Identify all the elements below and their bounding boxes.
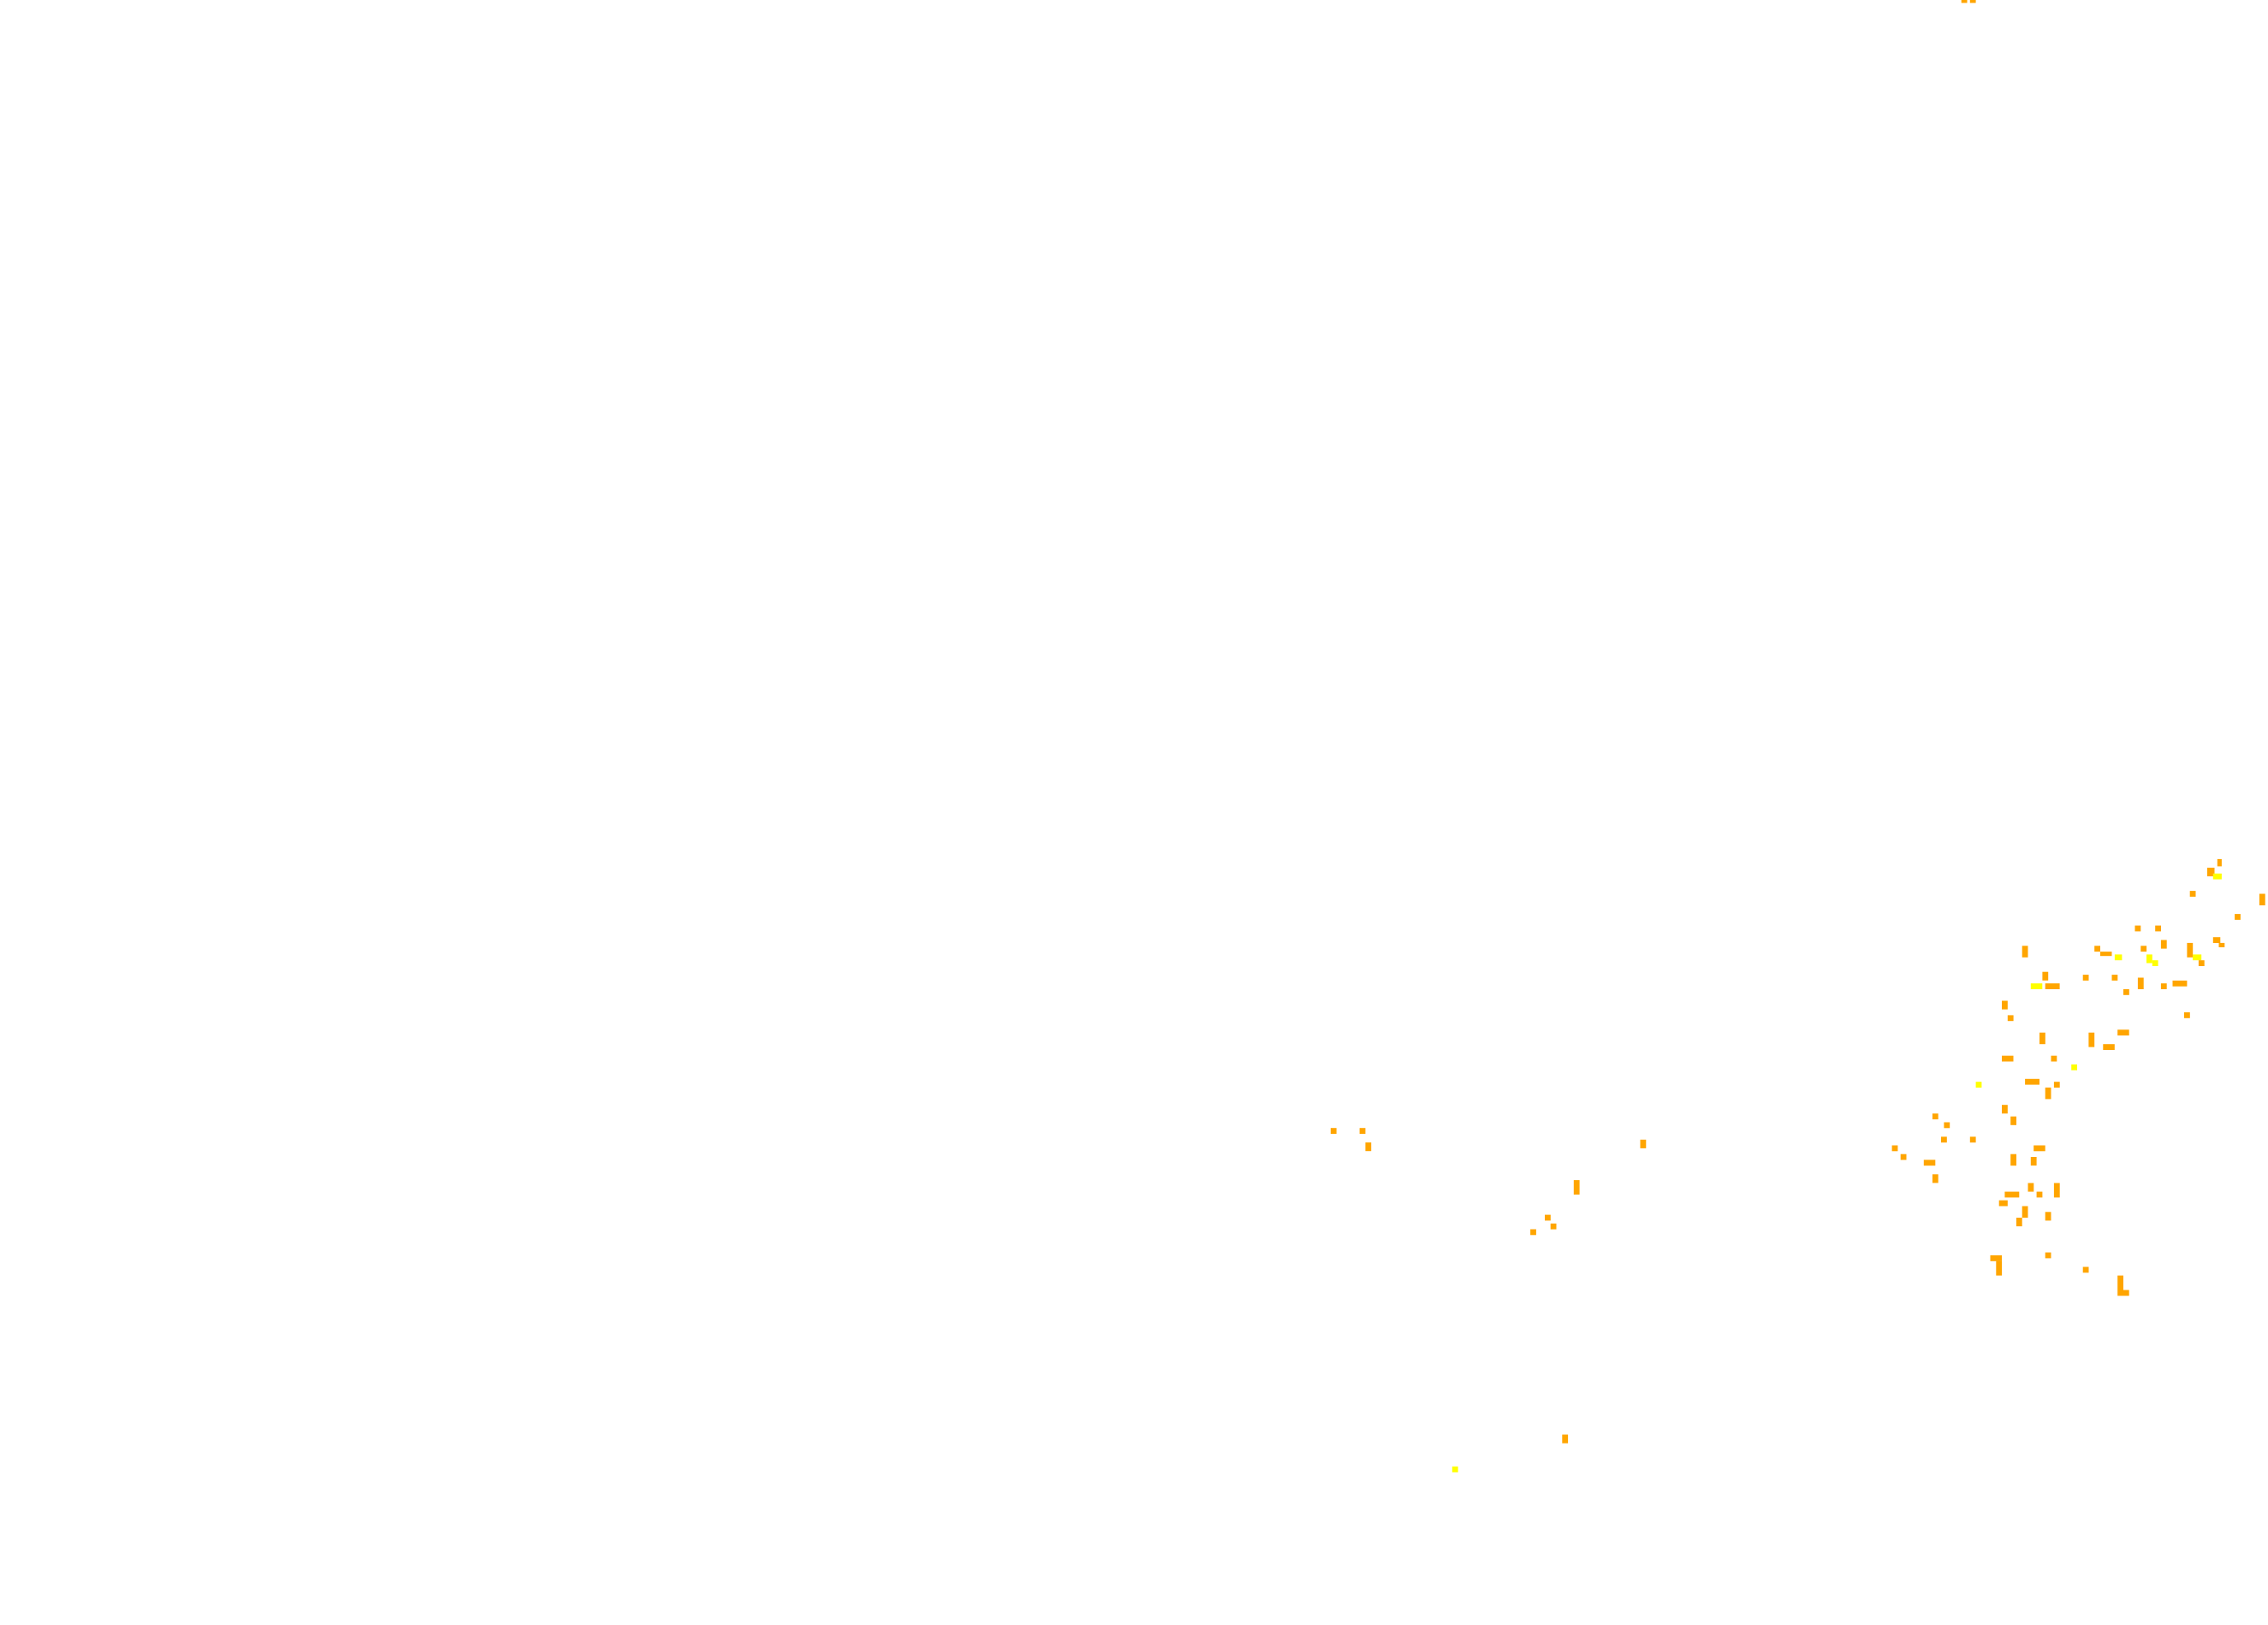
density-point (2016, 1218, 2022, 1227)
density-point (1359, 1128, 1366, 1134)
density-point (2172, 980, 2188, 987)
density-point (2160, 940, 2167, 949)
density-point (2137, 977, 2144, 989)
density-point (2094, 946, 2100, 952)
density-point (2002, 1000, 2008, 1010)
density-point (1365, 1142, 1372, 1152)
density-point (1996, 1260, 2003, 1276)
density-point (2045, 1212, 2051, 1221)
density-point (1969, 0, 1976, 3)
density-point (2051, 1055, 2057, 1062)
density-point (2259, 893, 2265, 905)
density-point (1932, 1174, 1938, 1183)
density-point (1932, 1113, 1938, 1120)
density-point (2002, 1055, 2014, 1062)
density-point (2007, 1015, 2014, 1022)
density-point (2010, 1116, 2016, 1125)
density-point (1891, 1145, 1898, 1152)
density-point (2071, 1064, 2077, 1070)
density-point (2082, 975, 2089, 981)
density-point (1573, 1180, 1580, 1195)
density-point (1941, 1136, 1947, 1143)
density-point (2152, 960, 2158, 966)
density-point (2028, 1183, 2034, 1192)
density-point (2212, 937, 2221, 943)
density-point (2053, 1183, 2060, 1198)
density-point (1961, 0, 1968, 3)
density-point (2184, 1012, 2190, 1018)
density-point (2235, 914, 2241, 920)
density-point (2187, 942, 2194, 958)
density-point (2004, 1191, 2020, 1198)
density-point (2117, 1275, 2123, 1290)
density-points-layer (1330, 0, 2265, 1473)
density-point (2033, 1145, 2045, 1152)
density-point (2022, 1206, 2028, 1218)
density-point (2193, 954, 2202, 961)
density-point (2146, 954, 2152, 964)
density-point (2036, 1191, 2043, 1198)
density-point (1640, 1139, 1647, 1148)
density-point (2103, 1044, 2115, 1050)
density-point (2134, 925, 2141, 932)
density-point (1562, 1434, 1569, 1444)
density-point (2155, 925, 2161, 932)
density-point (2114, 954, 2123, 961)
density-point (2030, 983, 2043, 989)
density-point (2212, 873, 2222, 880)
density-point (1545, 1214, 1551, 1221)
density-point (2022, 946, 2028, 958)
density-point (2002, 1105, 2008, 1114)
density-point (2218, 942, 2225, 947)
density-point (1530, 1229, 1536, 1236)
density-point (1990, 1255, 2002, 1261)
density-point (1998, 1200, 2008, 1207)
density-point (2039, 1032, 2045, 1045)
density-point (2053, 1082, 2060, 1088)
density-point (2025, 1078, 2039, 1085)
density-point (1969, 1136, 1976, 1143)
density-point (2123, 989, 2129, 995)
density-point (2198, 960, 2205, 966)
density-point (2217, 858, 2222, 867)
density-point (1923, 1159, 1936, 1166)
density-point (2045, 983, 2060, 989)
density-point (2042, 971, 2049, 981)
density-point (2010, 1154, 2016, 1166)
density-point (2117, 1029, 2129, 1036)
density-point (2045, 1252, 2051, 1259)
density-point (1944, 1122, 1950, 1129)
density-point (1452, 1466, 1458, 1473)
density-point (2045, 1087, 2051, 1100)
density-point (2207, 868, 2215, 877)
density-point (2088, 1032, 2095, 1047)
density-point (2082, 1266, 2089, 1273)
density-point (2160, 983, 2167, 989)
density-point (1550, 1223, 1557, 1230)
density-point (1330, 1128, 1337, 1134)
density-point (2140, 946, 2147, 952)
density-point (2111, 975, 2118, 981)
density-point (2100, 952, 2112, 957)
density-point (2030, 1157, 2037, 1166)
density-point (2117, 1290, 2129, 1296)
density-point (1900, 1154, 1907, 1160)
density-point (1975, 1082, 1982, 1088)
density-point (2189, 891, 2196, 897)
